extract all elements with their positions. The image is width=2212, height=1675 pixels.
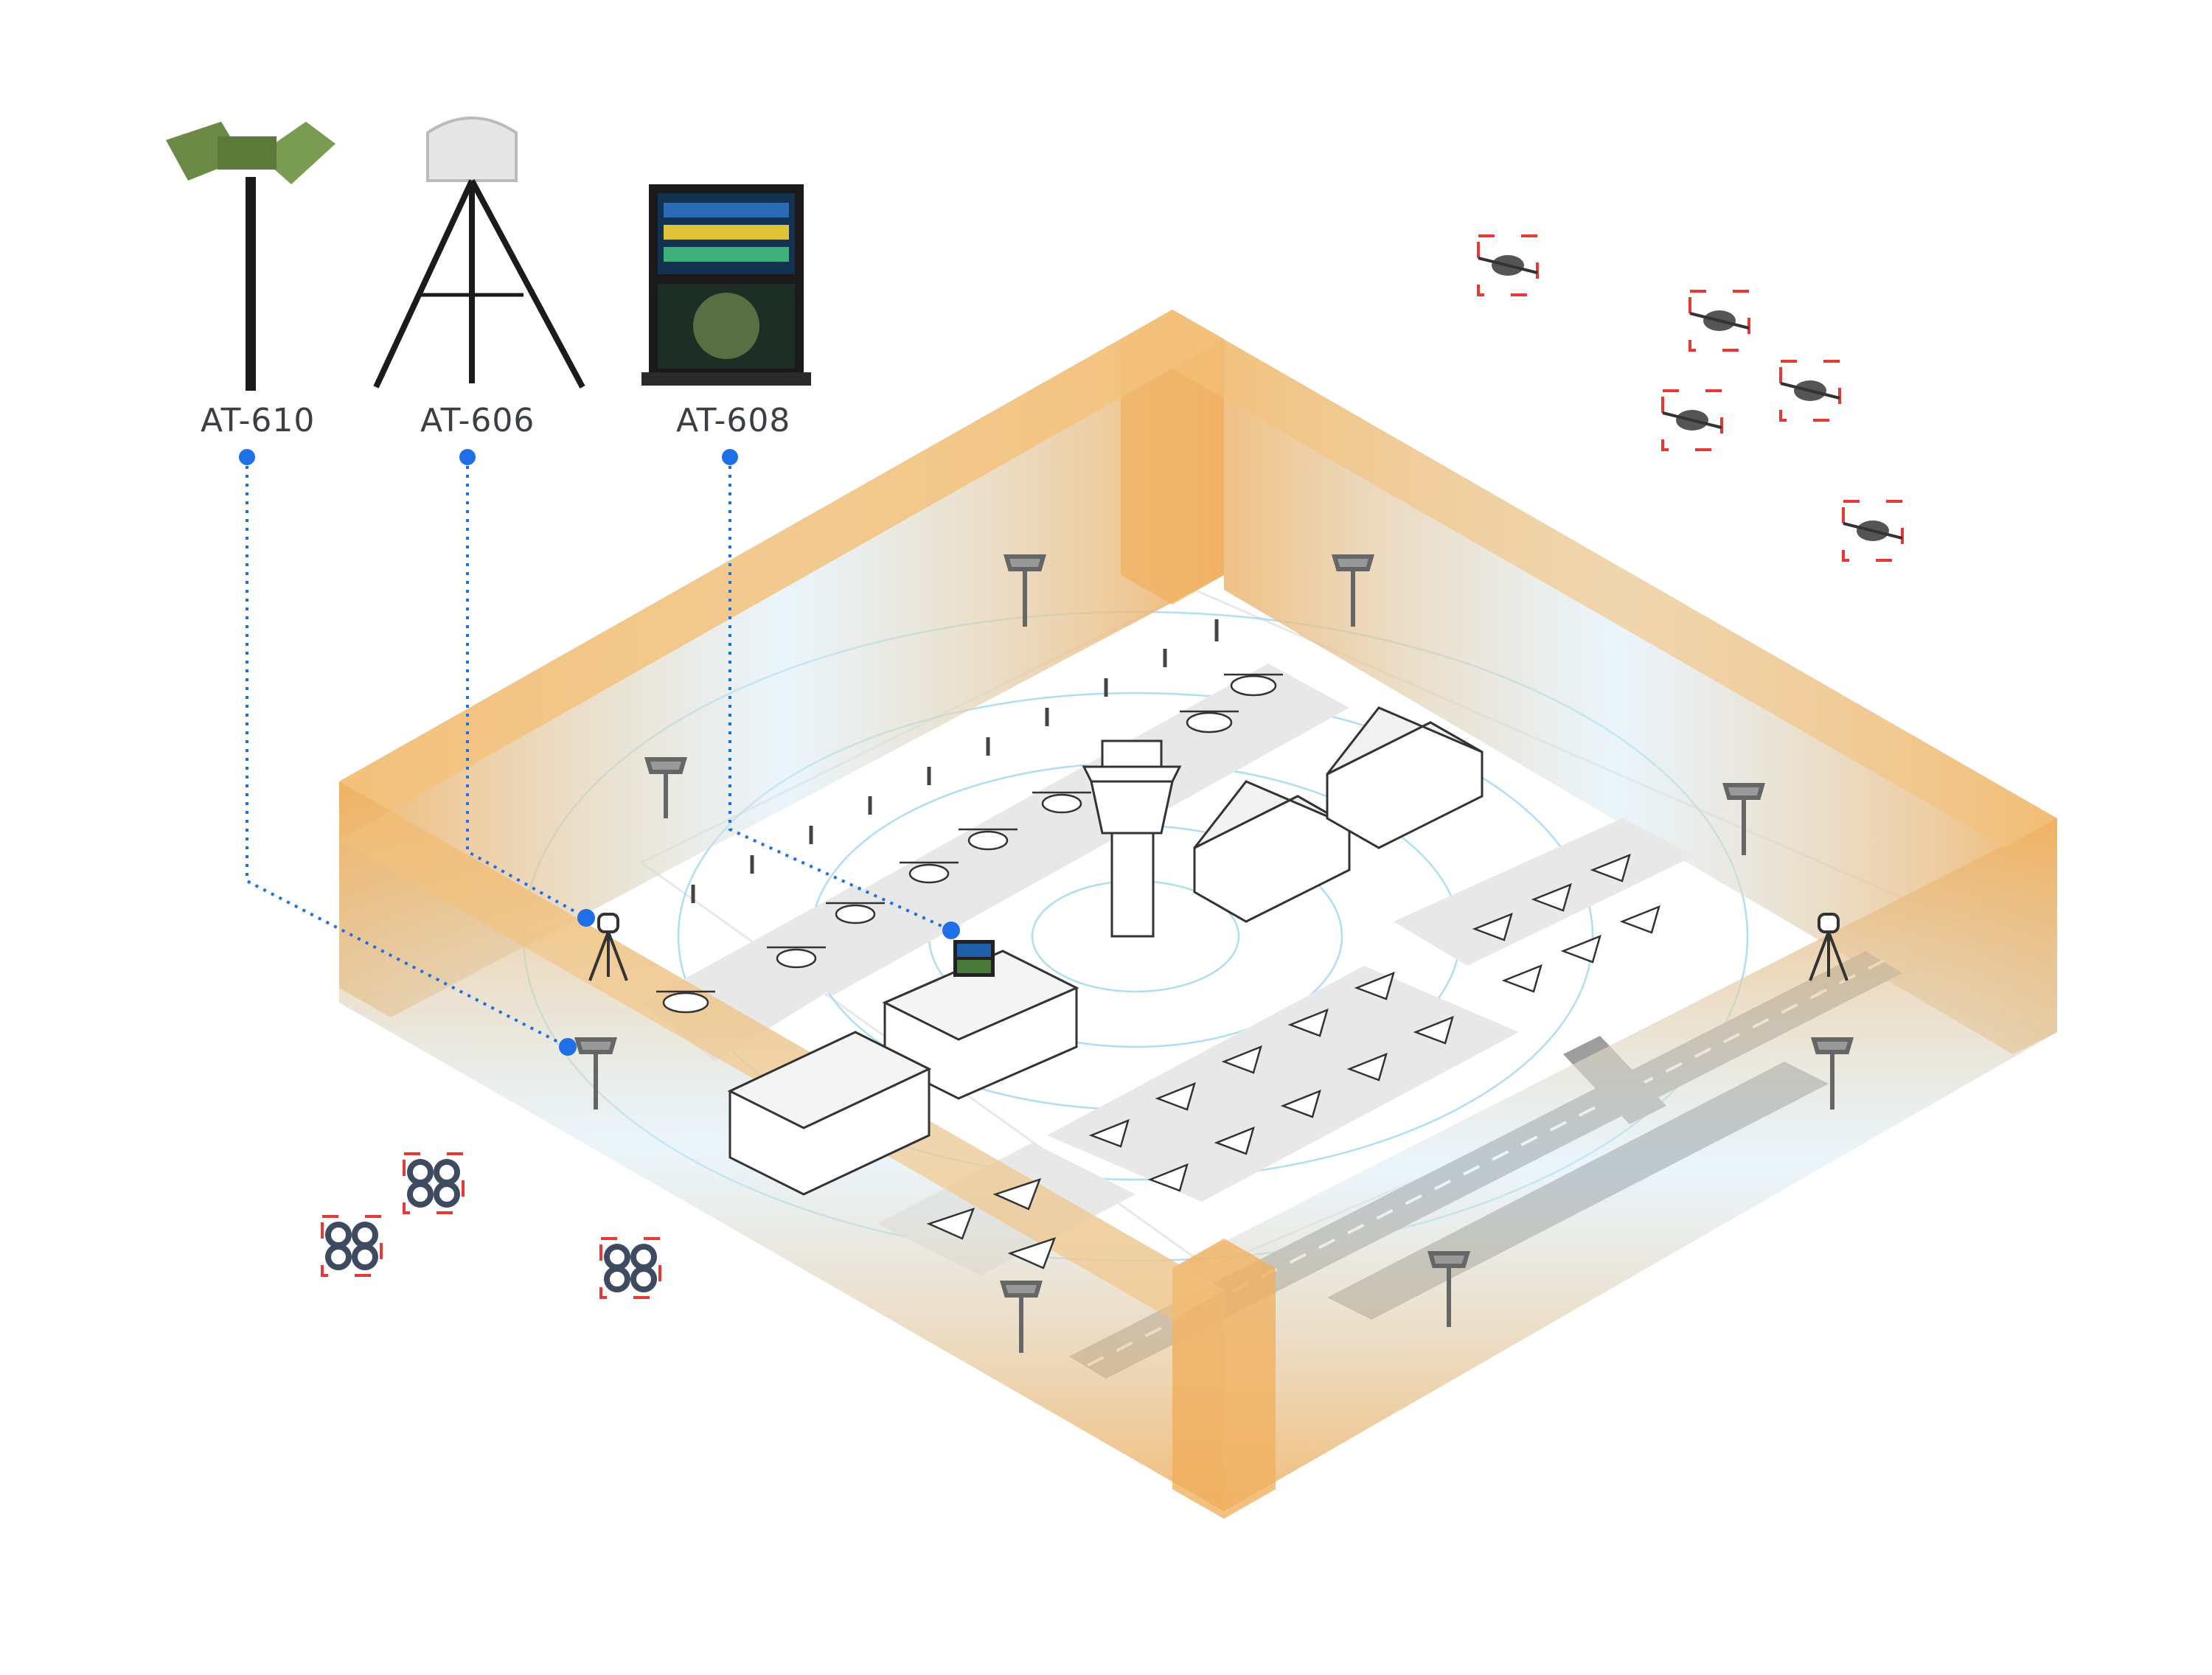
fighter-jet-icon [1619, 905, 1660, 934]
fighter-jet-icon [1531, 882, 1572, 912]
uav-icon [1155, 1082, 1196, 1111]
helicopter-icon [826, 902, 885, 924]
directional-antenna-icon [999, 1281, 1043, 1353]
uav-icon [1088, 1118, 1130, 1148]
fpv-drone-icon [1688, 290, 1750, 352]
uav-icon [1287, 1008, 1329, 1037]
connector-lines [246, 457, 952, 1048]
fpv-drones [1477, 234, 1904, 562]
control-tower [1082, 739, 1182, 938]
connector-dot-at610-top [239, 449, 255, 465]
perimeter-bollards [691, 619, 1219, 903]
connector-at610 [246, 457, 568, 1048]
product-label-at608: AT-608 [676, 402, 791, 439]
product-label-at606: AT-606 [420, 402, 535, 439]
directional-antenna-icon [1003, 554, 1047, 627]
command-building-2 [727, 1031, 932, 1196]
uav-icon [1214, 1126, 1255, 1155]
transport-plane-icon [926, 1207, 975, 1240]
uav-icon [1354, 971, 1395, 1000]
helicopter-icon [900, 861, 959, 884]
fighter-jet-icon [1472, 912, 1513, 941]
radar-tripod-icon [588, 913, 628, 981]
uav-icon [1346, 1052, 1388, 1082]
helicopter-icon [1224, 673, 1283, 697]
uav-icon [1221, 1045, 1262, 1074]
quadcopter-drone-icon [599, 1237, 661, 1299]
fpv-drone-icon [1842, 500, 1904, 562]
transport-plane-icon [992, 1177, 1042, 1211]
product-image-at610 [166, 122, 335, 391]
zone-corner-front [1172, 1239, 1276, 1519]
aircraft-group [656, 673, 1660, 1270]
hangar-2 [1326, 706, 1484, 849]
directional-antenna-icon [1427, 1251, 1471, 1327]
connector-dot-at608-end [942, 922, 960, 939]
product-image-at608 [641, 184, 811, 386]
uav-icon [1280, 1089, 1321, 1118]
connector-dot-at606-top [459, 449, 476, 465]
fighter-jet-icon [1560, 934, 1601, 964]
helicopter-icon [1180, 710, 1239, 734]
deployed-terminal-icon [953, 940, 995, 977]
fpv-drone-icon [1477, 234, 1539, 296]
zone-rim-right [1121, 310, 2057, 848]
directional-antenna-icon [1722, 783, 1766, 855]
connector-dot-at606-end [577, 909, 595, 927]
helicopter-icon [1032, 791, 1091, 814]
connector-at608 [728, 457, 952, 932]
uav-icon [1147, 1163, 1189, 1192]
fpv-drone-icon [1779, 360, 1841, 422]
directional-antenna-icon [574, 1037, 618, 1110]
deployed-radars [588, 913, 1848, 981]
helicopter-icon [959, 828, 1018, 851]
connector-dots [239, 449, 960, 1056]
fpv-drone-icon [1661, 389, 1723, 451]
helicopter-icon [767, 946, 826, 969]
connector-dot-at608-top [722, 449, 738, 465]
zone-rim-left [339, 310, 1224, 811]
deployed-antennas [574, 554, 1854, 1353]
product-image-at606 [373, 116, 585, 389]
transport-plane-icon [1007, 1236, 1057, 1270]
zone-wall-back-left [339, 310, 1224, 1017]
connector-dot-at610-end [559, 1038, 577, 1056]
fighter-jet-icon [1501, 964, 1543, 993]
helicopter-icon [656, 990, 715, 1014]
fighter-jet-icon [1590, 853, 1631, 882]
directional-antenna-icon [644, 757, 688, 818]
quadcopter-drones [321, 1152, 661, 1299]
radar-tripod-icon [1809, 913, 1848, 981]
quadcopter-drone-icon [321, 1215, 383, 1277]
directional-antenna-icon [1810, 1037, 1854, 1110]
directional-antenna-icon [1331, 554, 1375, 627]
product-label-at610: AT-610 [201, 402, 316, 439]
quadcopter-drone-icon [403, 1152, 465, 1214]
zone-wall-front-right [1172, 818, 2057, 1511]
uav-icon [1413, 1015, 1454, 1045]
